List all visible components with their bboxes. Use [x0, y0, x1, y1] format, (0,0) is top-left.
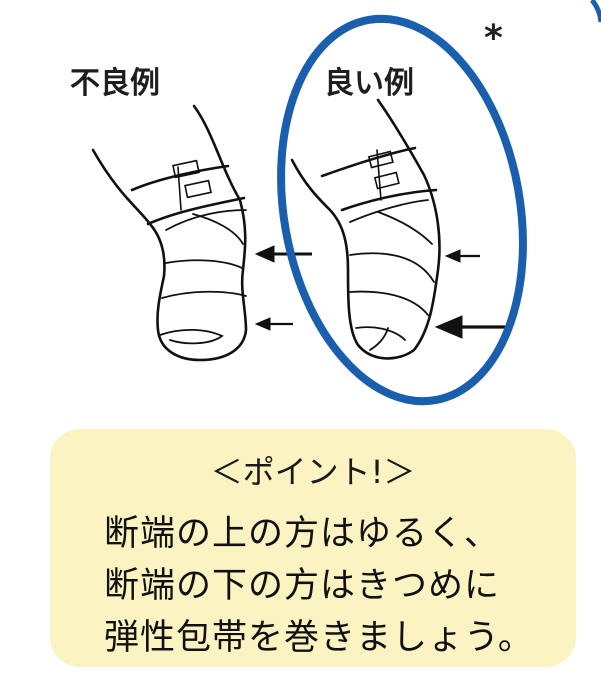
- bad-example-stump: [91, 104, 248, 362]
- point-line: 断端の下の方はきつめに: [104, 566, 501, 606]
- asterisk-mark: *: [484, 18, 503, 59]
- point-line: 弾性包帯を巻きましょう。: [104, 618, 534, 658]
- point-title: ＜ポイント!＞: [210, 453, 416, 491]
- good-example-label: 良い例: [324, 66, 414, 101]
- good-example-stump: [290, 98, 441, 360]
- bad-example-arrows: [254, 245, 312, 331]
- point-box: ＜ポイント!＞ 断端の上の方はゆるく、 断端の下の方はきつめに 弾性包帯を巻きま…: [50, 429, 576, 667]
- bad-example-label: 不良例: [70, 66, 160, 101]
- good-example-arrows: [434, 249, 505, 339]
- highlight-ellipse: [277, 14, 527, 406]
- corner-ellipse-fragment: [590, 0, 601, 23]
- bandage-illustration: [91, 0, 601, 406]
- point-line: 断端の上の方はゆるく、: [104, 514, 501, 554]
